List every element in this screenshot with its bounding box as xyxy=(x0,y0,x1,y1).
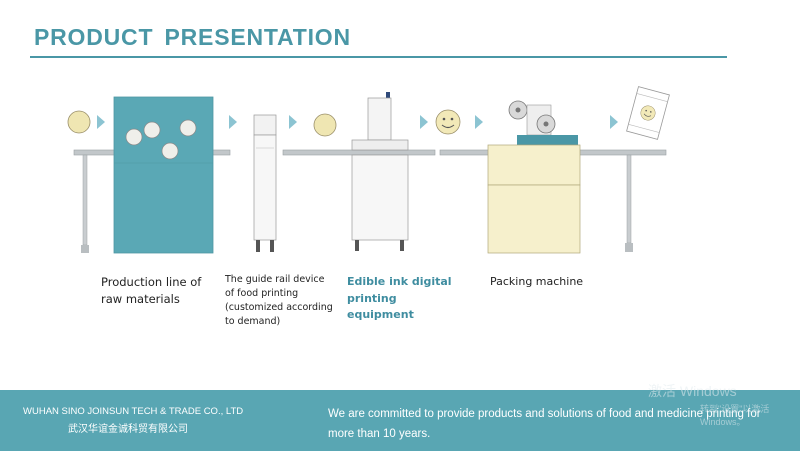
arrow-right-icon xyxy=(97,115,105,129)
edible-ink-printer xyxy=(351,92,409,251)
cookie-icon xyxy=(313,113,337,137)
station-caption-raw-materials: Production line of raw materials xyxy=(101,275,202,306)
company-name-cn: 武汉华谊金诚科贸有限公司 xyxy=(68,424,188,435)
arrow-right-icon xyxy=(420,115,428,129)
raw-materials-machine xyxy=(113,96,214,254)
station-caption-guide-rail: The guide rail device of food printing (… xyxy=(225,274,333,327)
packaged-item-icon xyxy=(626,86,670,140)
station-caption-packing: Packing machine xyxy=(490,275,584,288)
arrow-right-icon xyxy=(610,115,618,129)
conveyor-rail-2 xyxy=(282,149,436,156)
activation-watermark: 激活 Windows xyxy=(648,383,737,399)
packing-machine xyxy=(487,100,581,254)
station-caption-printer: Edible ink digital printing equipment xyxy=(347,275,452,321)
mission-statement: We are committed to provide products and… xyxy=(328,408,761,440)
page-title: PRODUCT PRESENTATION xyxy=(34,24,351,50)
title-divider xyxy=(30,56,727,58)
cookie-icon xyxy=(67,110,91,134)
smiley-face-icon xyxy=(435,109,461,135)
arrow-right-icon xyxy=(475,115,483,129)
arrow-right-icon xyxy=(289,115,297,129)
footer-banner: WUHAN SINO JOINSUN TECH & TRADE CO., LTD… xyxy=(0,390,800,451)
activation-watermark-sub: 转到"设置"以激活 Windows。 xyxy=(700,404,770,427)
guide-rail-device xyxy=(253,114,277,252)
arrow-right-icon xyxy=(229,115,237,129)
company-name-en: WUHAN SINO JOINSUN TECH & TRADE CO., LTD xyxy=(23,406,244,417)
